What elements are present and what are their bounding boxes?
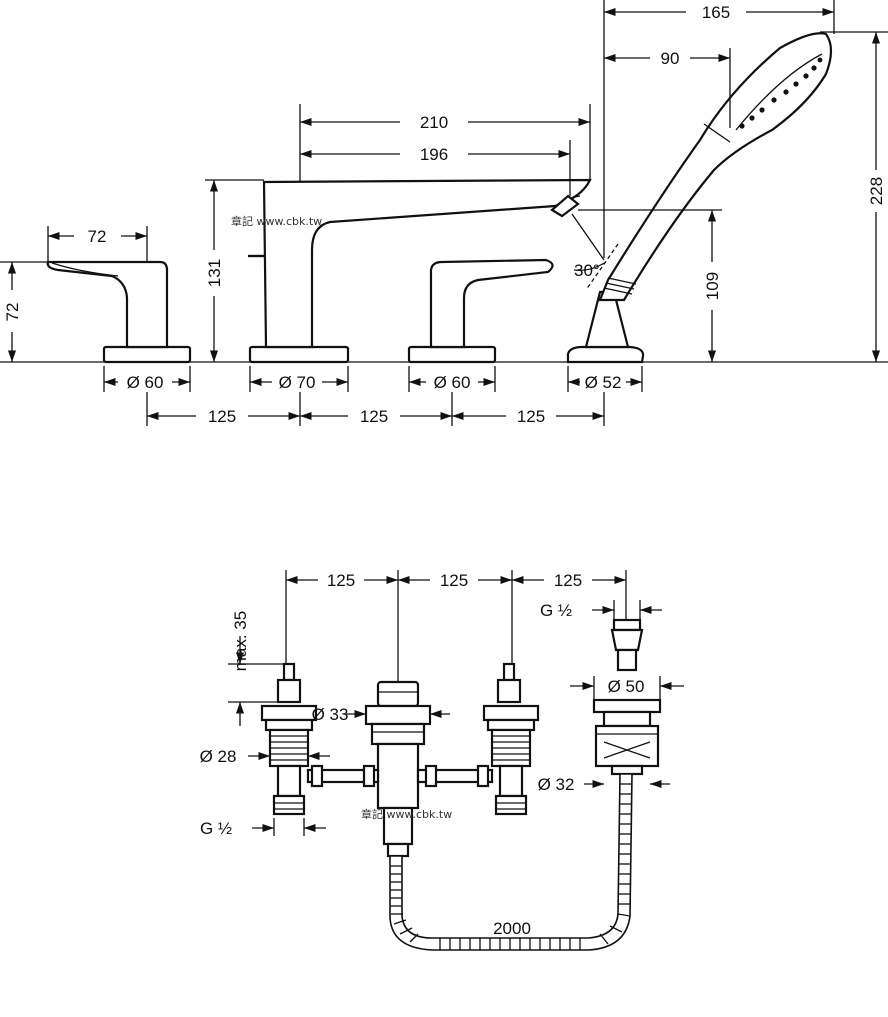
center-mixer-drawing — [364, 680, 432, 858]
dim-dia-28: Ø 28 — [200, 747, 237, 766]
dim-spout-outer: 210 — [420, 113, 448, 132]
dim-base-right: Ø 60 — [434, 373, 471, 392]
dim-spacing-1: 125 — [208, 407, 236, 426]
dim-spacing-3: 125 — [517, 407, 545, 426]
product-elevation: 72 72 210 196 131 165 90 228 109 30° Ø 6… — [0, 0, 888, 426]
dim-handle-width: 72 — [88, 227, 107, 246]
dim-shower-height: 228 — [867, 177, 886, 205]
shower-connector-drawing — [592, 618, 662, 776]
dim-max-depth: max. 35 — [231, 611, 250, 671]
dim-spout-inner: 196 — [420, 145, 448, 164]
dim-shower-width: 165 — [702, 3, 730, 22]
dim-body-spacing-3: 125 — [554, 571, 582, 590]
hand-shower-drawing — [566, 32, 833, 364]
dim-handle-height: 72 — [3, 303, 22, 322]
dim-dia-32: Ø 32 — [538, 775, 575, 794]
left-valve-drawing — [260, 662, 318, 816]
watermark-bottom: 章記 www.cbk.tw — [361, 807, 452, 821]
dim-body-spacing-1: 125 — [327, 571, 355, 590]
dim-shower-angle: 30° — [574, 261, 600, 280]
watermark-top: 章記 www.cbk.tw — [231, 214, 322, 228]
dim-spacing-2: 125 — [360, 407, 388, 426]
dim-shower-offset: 90 — [661, 49, 680, 68]
dim-thread-right: G ½ — [540, 601, 572, 620]
dim-holder-height: 109 — [703, 272, 722, 300]
right-valve-drawing — [482, 662, 540, 816]
dim-spout-height: 131 — [205, 259, 224, 287]
right-handle-drawing — [407, 258, 554, 364]
dim-hose-length: 2000 — [493, 919, 531, 938]
left-handle-drawing — [46, 260, 192, 364]
dim-thread-left: G ½ — [200, 819, 232, 838]
dim-base-left: Ø 60 — [127, 373, 164, 392]
installation-body: 125 125 125 max. 35 Ø 33 Ø 28 G ½ G ½ Ø … — [200, 570, 684, 951]
dim-dia-33: Ø 33 — [312, 705, 349, 724]
spout-drawing — [248, 178, 592, 364]
dim-base-shower: Ø 52 — [585, 373, 622, 392]
dim-body-spacing-2: 125 — [440, 571, 468, 590]
dim-base-spout: Ø 70 — [279, 373, 316, 392]
dim-dia-50: Ø 50 — [608, 677, 645, 696]
